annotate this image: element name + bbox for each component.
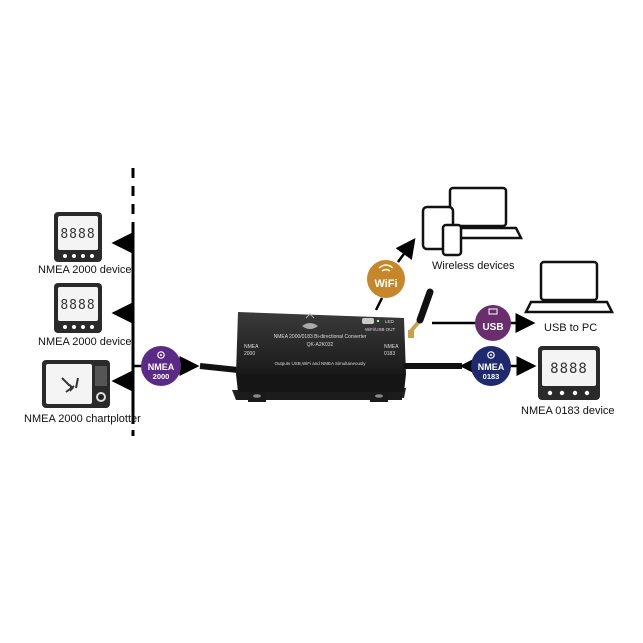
converter-model: QK-A2K032 [307, 342, 334, 348]
chartplotter-icon [42, 360, 110, 408]
arrow-to-wireless [395, 237, 416, 263]
wireless-devices-icon [421, 186, 524, 257]
n2k-device-2-label: NMEA 2000 device [38, 336, 132, 348]
nmea0183-badge: NMEA 0183 [471, 346, 511, 386]
n0183-device-label: NMEA 0183 device [521, 405, 615, 417]
device-display: 8888 [60, 298, 95, 313]
converter-logo [302, 313, 318, 329]
port-right-line2: 0183 [384, 351, 395, 357]
n2k-cable [199, 363, 239, 373]
wireless-devices-label: Wireless devices [432, 260, 515, 272]
certification-mark [362, 318, 374, 324]
usb-pc-label: USB to PC [544, 322, 597, 334]
port-left-line1: NMEA [244, 344, 259, 350]
wifi-line [374, 297, 384, 311]
chartplotter-label: NMEA 2000 chartplotter [24, 413, 141, 425]
nmea2000-badge-line2: 2000 [153, 372, 170, 381]
device-display: 8888 [60, 227, 95, 242]
led-label: LED [385, 319, 395, 324]
usb-badge: USB [475, 305, 511, 341]
n2k-device-1: 8888 [54, 212, 102, 262]
converter-title: NMEA 2000/0183 Bi-directional Converter [274, 334, 367, 340]
nmea2000-badge: NMEA 2000 [141, 346, 181, 386]
converter-box: NMEA 2000/0183 Bi-directional Converter … [232, 312, 406, 402]
port-right-line1: NMEA [384, 344, 399, 350]
n2k-device-2: 8888 [54, 283, 102, 333]
wifi-usb-out-label: WiFi/USB OUT [365, 327, 395, 332]
nmea0183-badge-line1: NMEA [478, 362, 505, 372]
device-display: 8888 [550, 361, 588, 377]
wifi-badge-label: WiFi [374, 278, 397, 290]
converter-footer: Outputs USB,WiFi and NMEA Simultaneously [274, 361, 366, 366]
led-indicator [376, 319, 380, 323]
port-left-line2: 2000 [244, 351, 255, 357]
n2k-device-1-label: NMEA 2000 device [38, 264, 132, 276]
laptop-icon [523, 260, 615, 314]
usb-badge-label: USB [482, 322, 503, 333]
nmea0183-badge-line2: 0183 [483, 372, 500, 381]
n0183-device: 8888 [538, 346, 600, 400]
wifi-badge: WiFi [367, 260, 405, 298]
nmea2000-badge-line1: NMEA [148, 362, 175, 372]
antenna [408, 288, 434, 338]
